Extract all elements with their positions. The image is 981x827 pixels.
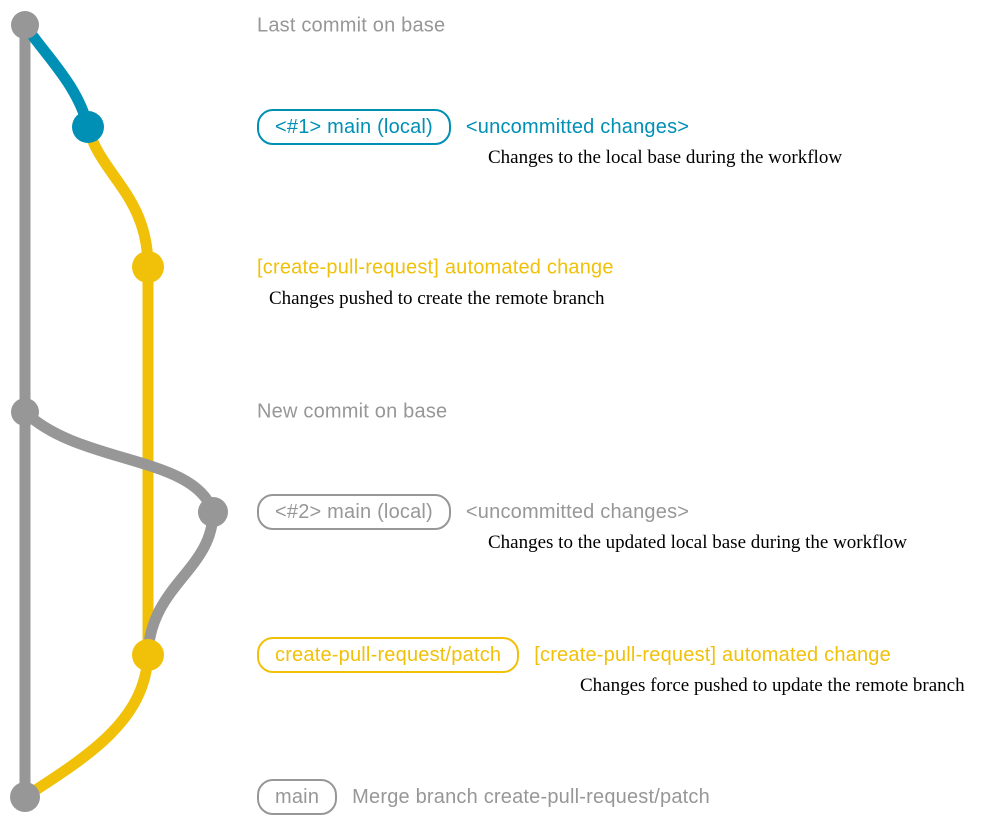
branch-label: <#2> main (local): [257, 494, 451, 530]
branch-label: main: [257, 779, 338, 815]
local-main-branch-curve-1: [19, 19, 94, 133]
commit-message: New commit on base: [257, 400, 448, 423]
commit-row-5: <#2> main (local) <uncommitted changes>: [257, 494, 689, 530]
commit-message: <uncommitted changes>: [465, 500, 690, 523]
commit-row-7: main Merge branch create-pull-request/pa…: [257, 779, 710, 815]
commit-dot-patch-1: [132, 251, 164, 283]
rebase-curve: [142, 506, 219, 661]
annotation-text: Changes force pushed to update the remot…: [580, 675, 965, 696]
commit-message: <uncommitted changes>: [465, 115, 690, 138]
commit-row-1: Last commit on base: [257, 15, 445, 38]
commit-message: [create-pull-request] automated change: [534, 643, 891, 666]
commit-message: Last commit on base: [257, 14, 446, 37]
annotation-text: Changes to the local base during the wor…: [488, 147, 843, 168]
commit-dot-last-base: [11, 11, 39, 39]
branch-label: create-pull-request/patch: [257, 637, 520, 673]
commit-row-3: [create-pull-request] automated change: [257, 257, 614, 280]
commit-dot-merge: [10, 782, 40, 812]
local-main-branch-curve-2: [19, 406, 219, 518]
commit-dot-patch-2: [132, 639, 164, 671]
commit-message: Merge branch create-pull-request/patch: [352, 785, 710, 808]
branch-label: <#1> main (local): [257, 109, 451, 145]
annotation-text: Changes to the updated local base during…: [488, 532, 907, 553]
merge-curve: [19, 649, 154, 803]
commit-graph: [10, 11, 228, 812]
commit-dot-new-base: [11, 398, 39, 426]
commit-row-6: create-pull-request/patch [create-pull-r…: [257, 637, 891, 673]
patch-branch-curve-1: [82, 121, 154, 273]
commit-message: [create-pull-request] automated change: [257, 256, 614, 279]
commit-row-4: New commit on base: [257, 401, 447, 424]
commit-dot-local-main-1: [72, 111, 104, 143]
commit-dot-local-main-2: [198, 497, 228, 527]
commit-row-2: <#1> main (local) <uncommitted changes>: [257, 109, 689, 145]
annotation-text: Changes pushed to create the remote bran…: [269, 288, 605, 309]
